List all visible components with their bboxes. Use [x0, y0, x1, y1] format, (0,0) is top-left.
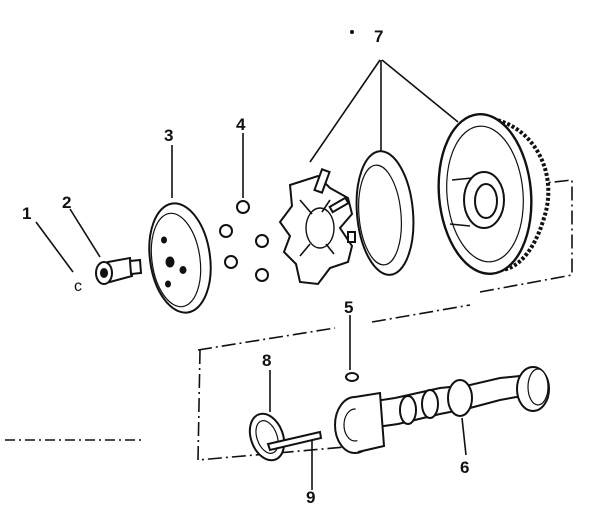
part-7-advance-weights [278, 168, 356, 286]
part-7-timing-gear [437, 113, 551, 275]
callout-6: 6 [460, 458, 469, 477]
part-8-gasket [248, 412, 286, 462]
speck [350, 30, 354, 34]
callout-2: 2 [62, 193, 71, 212]
part-7-washer [355, 150, 415, 276]
part-5-key [345, 372, 359, 382]
part-6-camshaft [334, 366, 550, 454]
part-1-retaining-clip: c [74, 278, 82, 295]
part-4-balls [219, 200, 269, 282]
callout-4: 4 [236, 115, 246, 134]
callout-3: 3 [164, 126, 173, 145]
callout-8: 8 [262, 351, 271, 370]
assembly-group-frame [197, 179, 573, 461]
part-2-bolt [95, 256, 143, 285]
leader-lines [35, 59, 467, 490]
part-9-pin [266, 430, 323, 452]
part-3-thrust-plate [148, 202, 212, 314]
callout-1: 1 [22, 204, 31, 223]
svg-text:c: c [74, 278, 82, 295]
callout-9: 9 [306, 488, 315, 507]
callout-7: 7 [374, 27, 383, 46]
callout-5: 5 [344, 298, 353, 317]
